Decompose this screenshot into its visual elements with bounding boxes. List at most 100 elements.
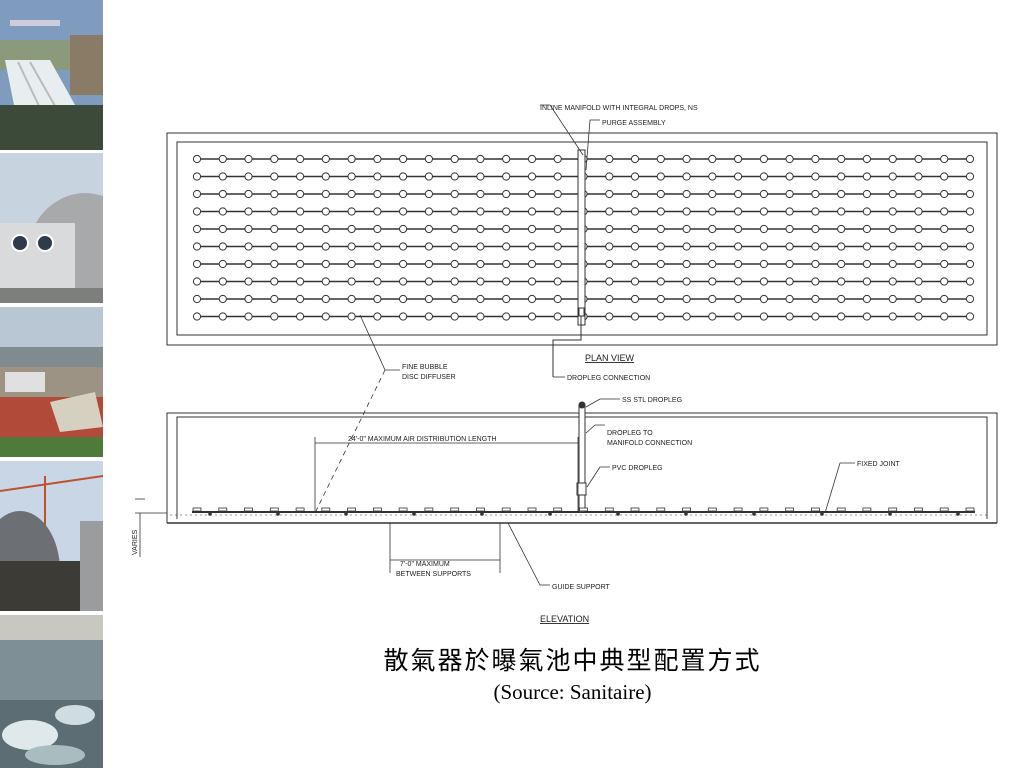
disc-diffuser [218, 242, 227, 251]
disc-diffuser [630, 277, 640, 286]
label-inline-manifold: INLINE MANIFOLD WITH INTEGRAL DROPS, NS [540, 105, 698, 112]
elevation-diffuser [295, 507, 305, 512]
disc-diffuser [553, 242, 562, 251]
disc-diffuser [296, 172, 305, 181]
disc-diffuser [347, 277, 356, 286]
disc-diffuser [218, 172, 227, 181]
disc-diffuser [270, 224, 279, 234]
disc-diffuser [527, 294, 537, 304]
disc-diffuser [656, 294, 665, 304]
disc-diffuser [785, 154, 794, 164]
disc-diffuser [862, 277, 872, 286]
disc-diffuser [321, 154, 330, 164]
disc-diffuser [553, 154, 562, 164]
disc-diffuser [296, 154, 305, 164]
disc-diffuser [965, 277, 975, 286]
disc-diffuser [553, 277, 562, 286]
disc-diffuser [605, 224, 614, 234]
disc-diffuser [811, 294, 820, 304]
elevation-diffuser [269, 507, 279, 512]
disc-diffuser [502, 242, 511, 251]
disc-diffuser [373, 312, 382, 321]
disc-diffuser [734, 207, 743, 216]
plan-manifold [577, 149, 586, 326]
disc-diffuser [218, 207, 227, 216]
disc-diffuser [373, 207, 382, 216]
guide-support-point [276, 512, 280, 516]
disc-diffuser [862, 312, 872, 321]
disc-diffuser [811, 207, 820, 216]
disc-diffuser [399, 242, 408, 251]
diagram-drawing: INLINE MANIFOLD WITH INTEGRAL DROPS, NS … [132, 104, 998, 624]
disc-diffuser [630, 224, 640, 234]
disc-diffuser [450, 242, 459, 251]
disc-diffuser [476, 224, 485, 234]
elevation-diffuser [682, 507, 691, 512]
disc-diffuser [940, 312, 949, 321]
disc-diffuser [450, 224, 459, 234]
disc-diffuser [785, 277, 794, 286]
photo-aeration-water [0, 615, 103, 768]
disc-diffuser [708, 224, 717, 234]
disc-diffuser [296, 207, 305, 216]
elevation-diffuser [785, 507, 794, 512]
disc-diffuser [321, 312, 330, 321]
disc-diffuser [785, 312, 794, 321]
disc-diffuser [965, 224, 975, 234]
disc-diffuser [347, 259, 356, 269]
disc-diffuser [192, 207, 202, 216]
disc-diffuser [862, 207, 872, 216]
disc-diffuser [708, 294, 717, 304]
disc-diffuser [244, 154, 253, 164]
guide-support-point [752, 512, 756, 516]
disc-diffuser [630, 189, 640, 199]
disc-diffuser [218, 224, 227, 234]
disc-diffuser [270, 242, 279, 251]
disc-diffuser [476, 189, 485, 199]
guide-support-point [616, 512, 620, 516]
disc-diffuser [399, 172, 408, 181]
disc-diffuser [527, 189, 537, 199]
disc-diffuser [965, 207, 975, 216]
disc-diffuser [914, 189, 923, 199]
disc-diffuser [476, 207, 485, 216]
disc-diffuser [347, 224, 356, 234]
disc-diffuser [862, 189, 872, 199]
disc-diffuser [373, 294, 382, 304]
disc-diffuser [940, 294, 949, 304]
disc-diffuser [192, 294, 202, 304]
disc-diffuser [656, 277, 665, 286]
disc-diffuser [424, 172, 433, 181]
disc-diffuser [862, 154, 872, 164]
elevation-title: ELEVATION [540, 614, 589, 624]
disc-diffuser [965, 154, 975, 164]
caption-source: (Source: Sanitaire) [493, 680, 652, 704]
disc-diffuser [296, 189, 305, 199]
disc-diffuser [450, 207, 459, 216]
elevation-diffuser [759, 507, 769, 512]
disc-diffuser [270, 154, 279, 164]
disc-diffuser [862, 259, 872, 269]
disc-diffuser [192, 259, 202, 269]
disc-diffuser [759, 224, 769, 234]
disc-diffuser [682, 189, 691, 199]
disc-diffuser [347, 189, 356, 199]
disc-diffuser [450, 154, 459, 164]
disc-diffuser [321, 189, 330, 199]
disc-diffuser [759, 172, 769, 181]
disc-diffuser [940, 189, 949, 199]
disc-diffuser [759, 259, 769, 269]
disc-diffuser [450, 259, 459, 269]
disc-diffuser [605, 172, 614, 181]
disc-diffuser [708, 242, 717, 251]
elevation-diffuser [192, 507, 202, 512]
label-manifold-connection: MANIFOLD CONNECTION [607, 440, 692, 447]
label-guide-support: GUIDE SUPPORT [552, 584, 611, 591]
guide-support-point [956, 512, 960, 516]
disc-diffuser [734, 277, 743, 286]
disc-diffuser [630, 172, 640, 181]
photo-dam-spillway [0, 0, 103, 150]
disc-diffuser [244, 294, 253, 304]
disc-diffuser [218, 154, 227, 164]
disc-diffuser [527, 312, 537, 321]
